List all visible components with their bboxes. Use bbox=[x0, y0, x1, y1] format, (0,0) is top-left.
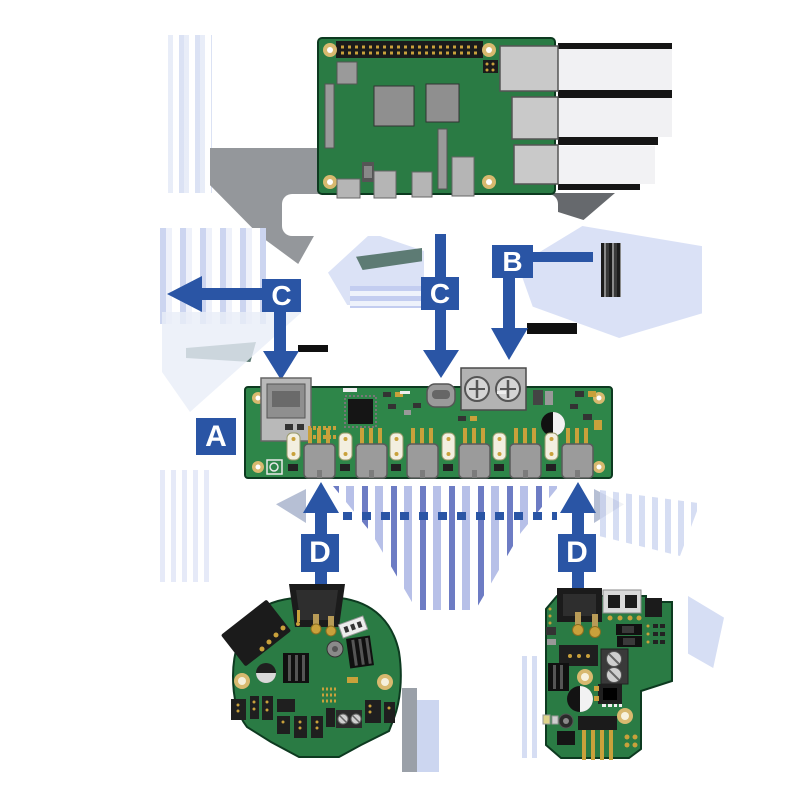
artifact-white-blob bbox=[282, 194, 558, 236]
artifact-ghost-bar-4 bbox=[558, 184, 640, 190]
inductor-round bbox=[326, 640, 344, 658]
br-top-connectors bbox=[557, 588, 662, 622]
artifact-band-between-c bbox=[350, 286, 424, 308]
connection-arrows bbox=[167, 234, 596, 601]
label-d-left: D bbox=[301, 534, 339, 572]
br-screw-terminals bbox=[600, 648, 629, 685]
bottom-connectors bbox=[231, 696, 395, 738]
pi-mounting-holes bbox=[323, 43, 496, 189]
br-pad-dots bbox=[624, 734, 638, 748]
arrow-c-left bbox=[167, 276, 299, 380]
microcontroller-chip bbox=[344, 395, 377, 428]
channel-1 bbox=[286, 428, 336, 479]
label-d-right: D bbox=[558, 534, 596, 572]
artifact-ghost-block-3 bbox=[558, 146, 655, 184]
striped-driver-chips bbox=[283, 635, 374, 683]
channel-3 bbox=[389, 428, 439, 479]
br-leds bbox=[542, 714, 559, 725]
channel-5 bbox=[492, 428, 542, 479]
smd-components bbox=[285, 388, 602, 430]
arrow-c-mid bbox=[423, 234, 459, 378]
br-striped-chip bbox=[548, 663, 569, 691]
artifact-dark-stripes-right bbox=[601, 243, 621, 297]
white-connector bbox=[337, 615, 369, 639]
module-screw-terminal bbox=[336, 710, 362, 728]
artifact-black-bar-1 bbox=[527, 323, 577, 334]
gpio-header bbox=[336, 41, 483, 58]
br-chip bbox=[557, 731, 575, 745]
br-buttons bbox=[616, 624, 642, 647]
pi-chips bbox=[324, 61, 460, 190]
pi-usb-ethernet-ports bbox=[499, 45, 559, 185]
br-pin-header bbox=[578, 716, 617, 760]
pad-grid bbox=[322, 677, 358, 703]
board-a-mounting-holes bbox=[252, 392, 605, 473]
output-channels bbox=[286, 428, 594, 479]
silkscreen-logo bbox=[266, 459, 283, 475]
br-gold-studs bbox=[572, 612, 601, 638]
artifact-stripes-br bbox=[522, 656, 542, 758]
br-capacitor bbox=[567, 686, 593, 712]
label-c-mid: C bbox=[421, 277, 459, 310]
channel-4 bbox=[441, 428, 491, 479]
usb-a-port bbox=[260, 377, 312, 442]
artifact-lavender-streak bbox=[417, 700, 439, 772]
angled-connector bbox=[221, 600, 291, 666]
pi-bottom-connectors bbox=[336, 156, 475, 199]
artifact-ghost-block-2 bbox=[558, 98, 672, 137]
channel-6 bbox=[544, 428, 594, 479]
power-driver-module bbox=[542, 588, 673, 760]
power-inductor bbox=[541, 412, 565, 436]
channel-2 bbox=[338, 428, 388, 479]
raspberry-pi-board bbox=[317, 37, 559, 199]
artifact-stripes-bottom-left bbox=[160, 470, 212, 582]
label-b: B bbox=[492, 245, 533, 278]
controller-board-a bbox=[244, 367, 613, 479]
br-inductor bbox=[558, 713, 574, 729]
poe-header bbox=[483, 60, 498, 73]
screw-terminal-block bbox=[460, 367, 527, 411]
arrow-b bbox=[491, 252, 593, 360]
usb-c-port bbox=[426, 383, 456, 408]
module-screw-holes bbox=[234, 673, 393, 690]
artifact-ghost-bar-3 bbox=[558, 137, 658, 145]
br-lower-connector bbox=[594, 684, 622, 704]
artifact-ghost-bar-2 bbox=[558, 90, 672, 98]
pad-rows bbox=[308, 426, 338, 439]
br-silk-marks bbox=[602, 704, 622, 707]
br-edge-components bbox=[546, 607, 665, 645]
artifact-stripes-left bbox=[160, 228, 266, 324]
round-driver-module bbox=[221, 584, 402, 758]
label-c-left: C bbox=[262, 279, 301, 312]
artifact-black-bar-2 bbox=[298, 345, 328, 352]
label-a: A bbox=[196, 418, 236, 455]
br-mid-connector bbox=[559, 645, 598, 666]
artifact-ghost-block-1 bbox=[558, 49, 672, 91]
br-screw-holes bbox=[577, 669, 633, 724]
half-capacitor bbox=[256, 663, 276, 683]
gold-studs bbox=[296, 610, 337, 637]
artifact-gray-streak bbox=[402, 688, 417, 772]
artifact-ghost-bar-1 bbox=[558, 43, 672, 49]
artifact-stripes-top-left bbox=[168, 35, 212, 193]
